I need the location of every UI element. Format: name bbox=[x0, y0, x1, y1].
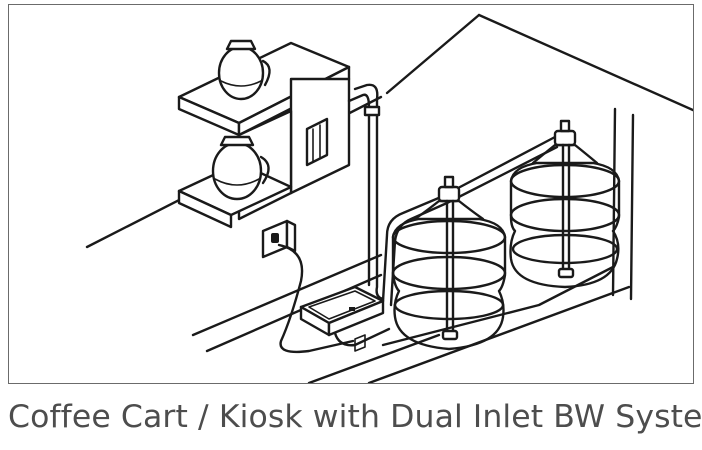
water-bottle bbox=[509, 119, 621, 289]
glass-carafe bbox=[211, 135, 270, 201]
power-cord bbox=[277, 243, 355, 354]
coffee-cart-illustration bbox=[85, 13, 693, 383]
water-bottle bbox=[391, 175, 507, 351]
illustration-frame bbox=[8, 4, 694, 384]
electrical-outlet bbox=[261, 219, 297, 259]
glass-carafe bbox=[217, 39, 271, 101]
control-box bbox=[299, 285, 385, 352]
figure-caption: Coffee Cart / Kiosk with Dual Inlet BW S… bbox=[8, 399, 702, 435]
